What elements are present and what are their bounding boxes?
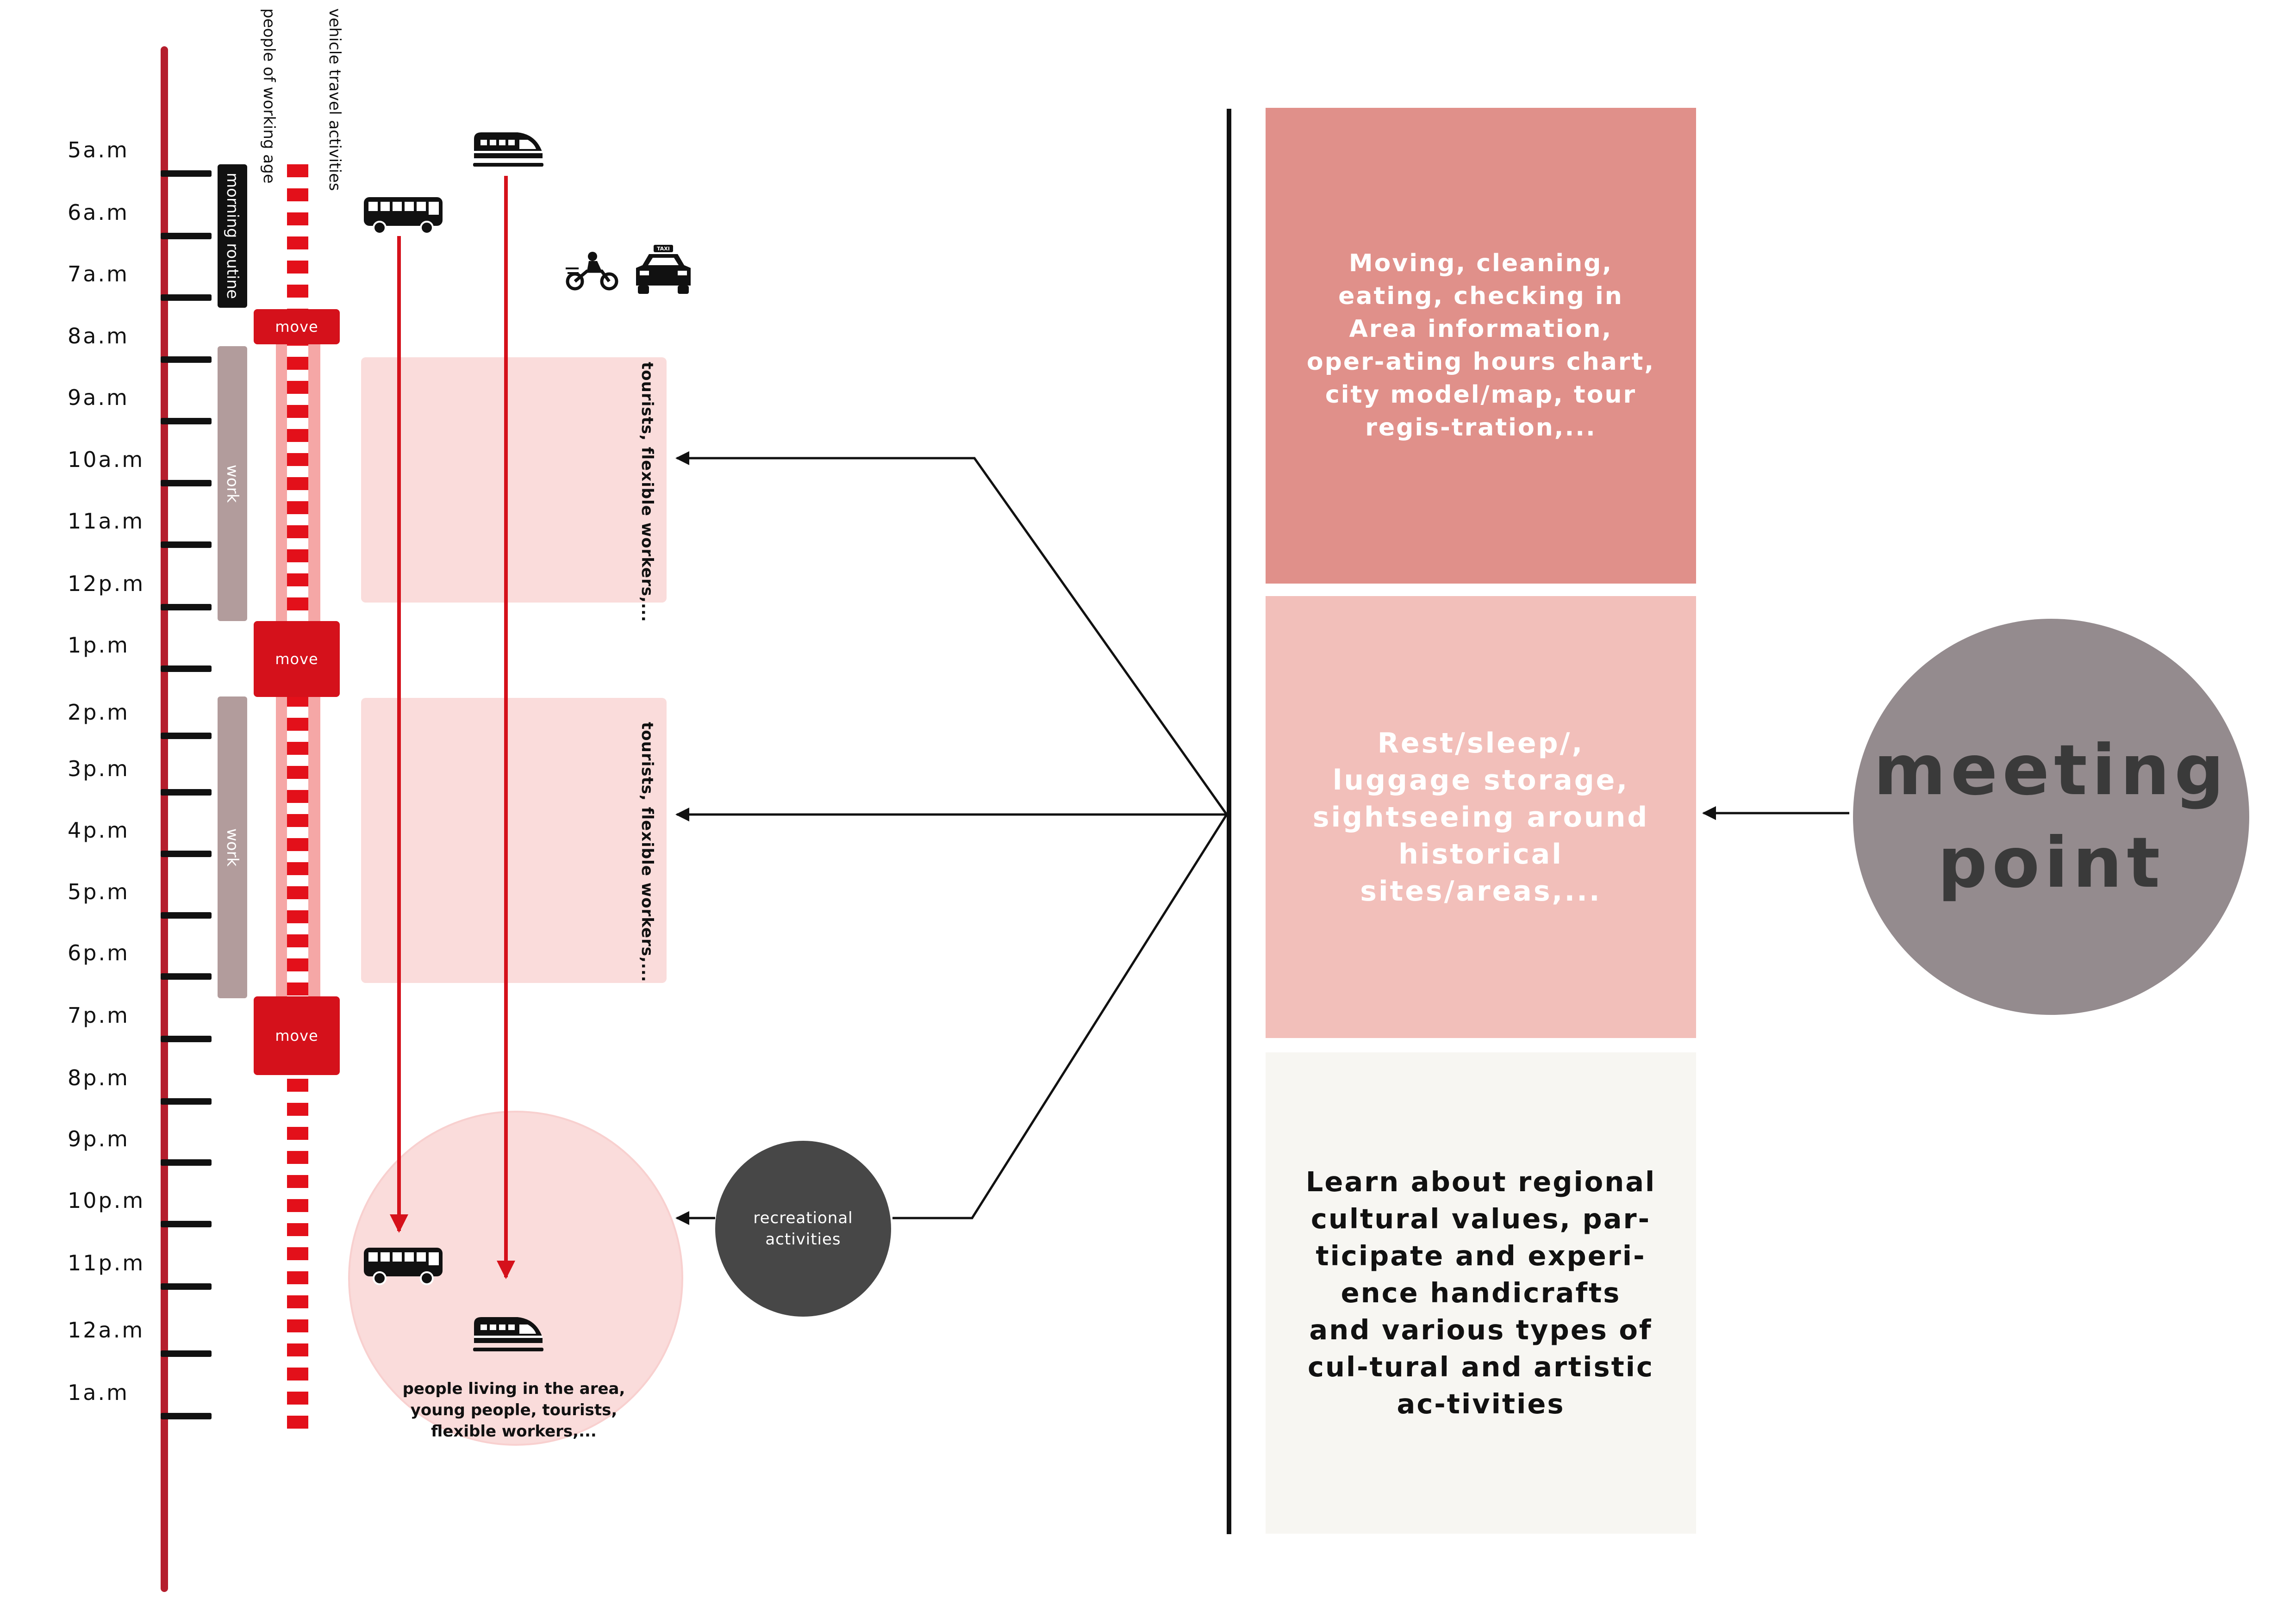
night-activity-circle: [348, 1111, 683, 1446]
hour-tick: [161, 1221, 212, 1227]
hour-tick: [161, 418, 212, 424]
hour-tick: [161, 294, 212, 301]
hour-label: 11a.m: [68, 509, 145, 534]
hour-label: 9p.m: [68, 1126, 130, 1151]
work-label: work: [223, 828, 242, 867]
move-label: move: [275, 650, 318, 668]
hour-tick: [161, 1413, 212, 1419]
hour-tick: [161, 356, 212, 363]
hour-label: 6a.m: [68, 200, 129, 225]
morning-routine-label: morning routine: [223, 173, 242, 299]
header-vehicle-travel: vehicle travel activities: [325, 8, 344, 191]
hour-tick: [161, 1159, 212, 1166]
hour-label: 11p.m: [68, 1250, 145, 1275]
vertical-divider: [1227, 109, 1231, 1534]
hour-label: 7p.m: [68, 1003, 130, 1028]
recreational-line-1: recreational: [753, 1209, 853, 1227]
hour-tick: [161, 233, 212, 239]
train-icon-night: [473, 1317, 543, 1351]
motorbike-icon: [566, 252, 618, 291]
panel-middle-text: Rest/sleep/, luggage storage, sightseein…: [1312, 727, 1649, 908]
hour-label: 5a.m: [68, 137, 129, 162]
meeting-point-line-1: meeting: [1873, 730, 2229, 811]
zone-morning: [361, 357, 667, 603]
hour-label: 2p.m: [68, 700, 130, 725]
hour-tick: [161, 480, 212, 486]
connector-to-recreational: [892, 814, 1228, 1219]
zone-afternoon-label: tourists, flexible workers,...: [638, 722, 656, 983]
hour-label: 10p.m: [68, 1188, 145, 1213]
hour-tick: [161, 973, 212, 980]
hour-label: 8a.m: [68, 323, 129, 348]
hour-tick: [161, 541, 212, 548]
hour-tick: [161, 1350, 212, 1357]
header-people-working-age: people of working age: [260, 8, 278, 184]
hour-label: 1a.m: [68, 1380, 129, 1405]
panel-bottom: Learn about regional cultural values, pa…: [1266, 1052, 1696, 1534]
move-box-morning: move: [254, 309, 340, 344]
hour-label: 10a.m: [68, 447, 145, 472]
hour-tick: [161, 604, 212, 610]
panel-top-text: Moving, cleaning, eating, checking in Ar…: [1306, 249, 1655, 442]
panel-middle: Rest/sleep/, luggage storage, sightseein…: [1266, 596, 1696, 1038]
hour-tick: [161, 170, 212, 177]
hour-label: 12a.m: [68, 1318, 145, 1343]
panel-top: Moving, cleaning, eating, checking in Ar…: [1266, 108, 1696, 584]
hour-label: 4p.m: [68, 818, 130, 843]
bus-icon-night: [364, 1248, 443, 1285]
hour-tick: [161, 912, 212, 919]
hour-tick: [161, 851, 212, 857]
zone-morning-label: tourists, flexible workers,...: [638, 362, 656, 622]
hour-tick: [161, 733, 212, 739]
taxi-sign-text: TAXI: [657, 246, 670, 252]
recreational-line-2: activities: [765, 1230, 841, 1249]
move-box-noon: move: [254, 621, 340, 697]
taxi-icon: TAXI: [636, 245, 691, 294]
panel-bottom-text: Learn about regional cultural values, pa…: [1305, 1166, 1656, 1420]
hour-tick: [161, 665, 212, 672]
time-axis: [161, 46, 168, 1592]
hour-tick: [161, 1283, 212, 1290]
night-circle-line-2: young people, tourists,: [410, 1401, 618, 1419]
hour-label: 7a.m: [68, 261, 129, 286]
hour-label: 5p.m: [68, 879, 130, 904]
bus-icon: [364, 197, 443, 235]
morning-routine-block: morning routine: [218, 164, 247, 308]
train-icon: [473, 132, 543, 167]
work-block-morning: work: [218, 346, 247, 621]
hour-label: 12p.m: [68, 571, 145, 596]
connector-to-morning-zone: [675, 451, 1228, 815]
night-circle-text: people living in the area, young people,…: [370, 1378, 657, 1442]
vehicle-activity-dashed-line: [287, 164, 308, 1435]
hour-label: 8p.m: [68, 1065, 130, 1090]
recreational-activities-circle: recreational activities: [715, 1141, 891, 1317]
hour-tick: [161, 1098, 212, 1105]
meeting-point-circle: meeting point: [1853, 619, 2249, 1015]
move-label: move: [275, 318, 318, 336]
hour-label: 1p.m: [68, 633, 130, 658]
night-circle-line-1: people living in the area,: [402, 1380, 625, 1398]
night-circle-line-3: flexible workers,...: [431, 1422, 597, 1441]
hour-tick: [161, 1036, 212, 1042]
hour-tick: [161, 789, 212, 796]
hour-label: 9a.m: [68, 385, 129, 410]
work-block-afternoon: work: [218, 696, 247, 998]
hour-label: 3p.m: [68, 756, 130, 781]
zone-afternoon: [361, 698, 667, 983]
meeting-point-line-2: point: [1937, 823, 2165, 903]
work-label: work: [223, 464, 242, 503]
move-box-evening: move: [254, 996, 340, 1075]
hour-label: 6p.m: [68, 940, 130, 965]
move-label: move: [275, 1027, 318, 1045]
